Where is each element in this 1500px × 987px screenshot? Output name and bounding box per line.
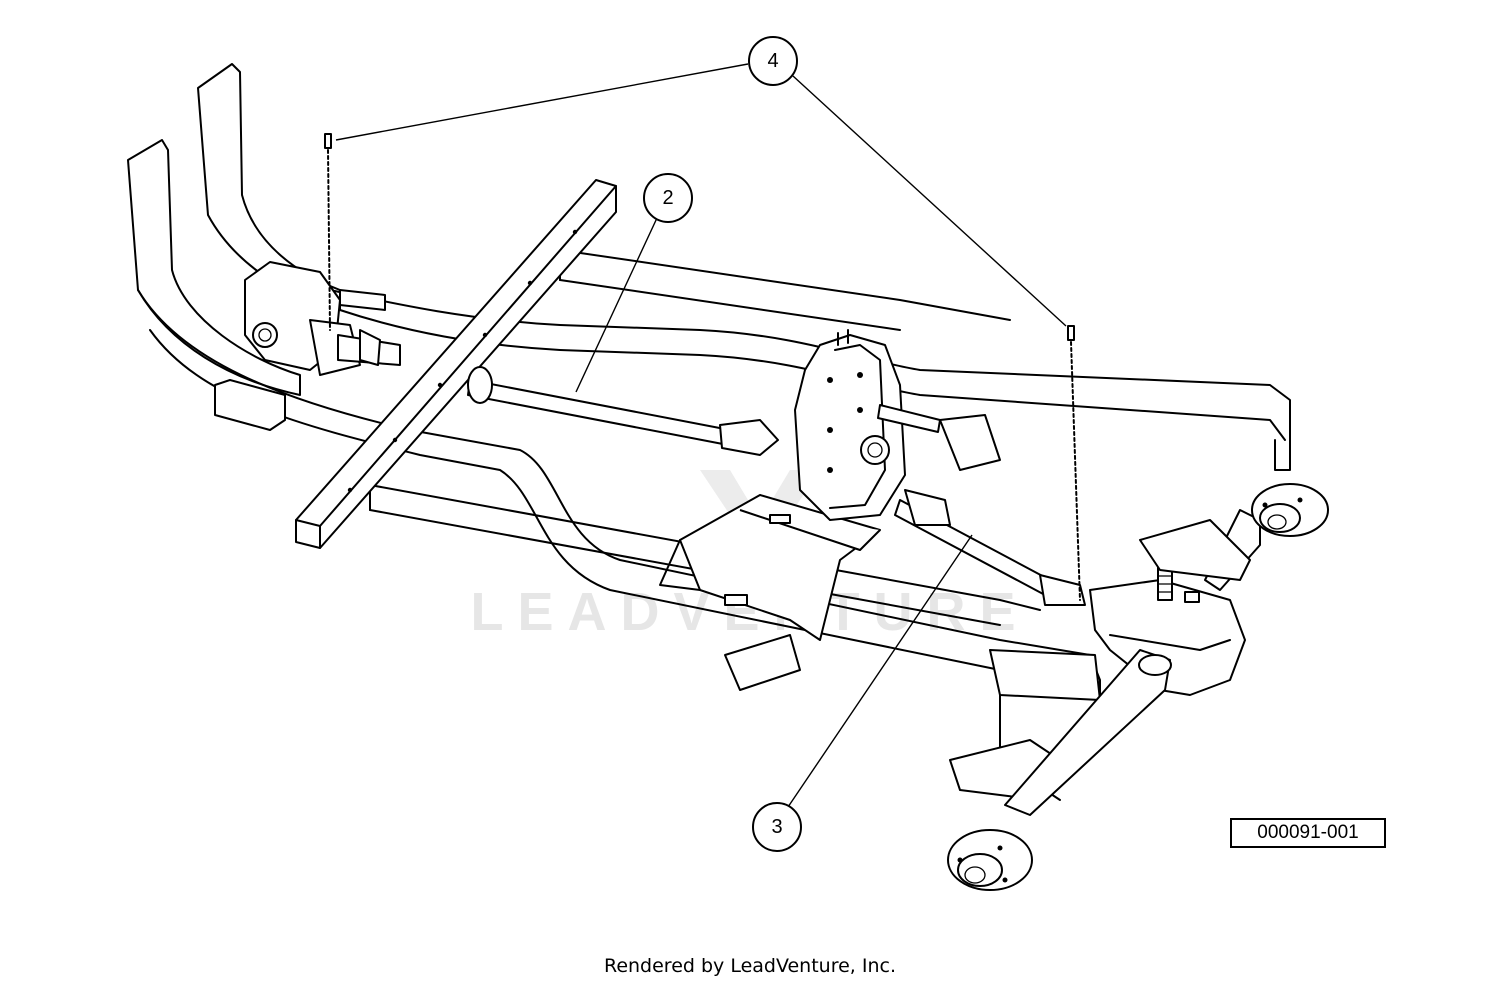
floor-plate — [659, 494, 881, 641]
callout-4-label: 4 — [767, 50, 778, 72]
rear-hub-upper — [1251, 483, 1329, 537]
frame-side-rail — [137, 289, 1291, 701]
render-credit: Rendered by LeadVenture, Inc. — [603, 955, 897, 977]
frame-brackets — [214, 379, 1251, 691]
center-transmission — [794, 329, 941, 521]
pin-right — [1067, 325, 1081, 601]
callout-2: 2 — [643, 173, 693, 223]
pin-left — [324, 133, 332, 331]
drive-shaft-rear — [894, 489, 1086, 606]
drive-shaft-front — [467, 366, 779, 456]
cross-member-holes — [347, 229, 578, 493]
figure-id-label: 000091-001 — [1230, 818, 1386, 848]
callout-3-label: 3 — [771, 816, 782, 838]
rear-hub-lower — [947, 829, 1033, 891]
callout-3: 3 — [752, 802, 802, 852]
callout-2-label: 2 — [662, 187, 673, 209]
callout-4: 4 — [748, 36, 798, 86]
front-gearbox — [244, 261, 401, 376]
watermark-logo-icon — [700, 470, 820, 560]
leader-lines — [335, 63, 1067, 808]
cross-member — [295, 179, 617, 549]
